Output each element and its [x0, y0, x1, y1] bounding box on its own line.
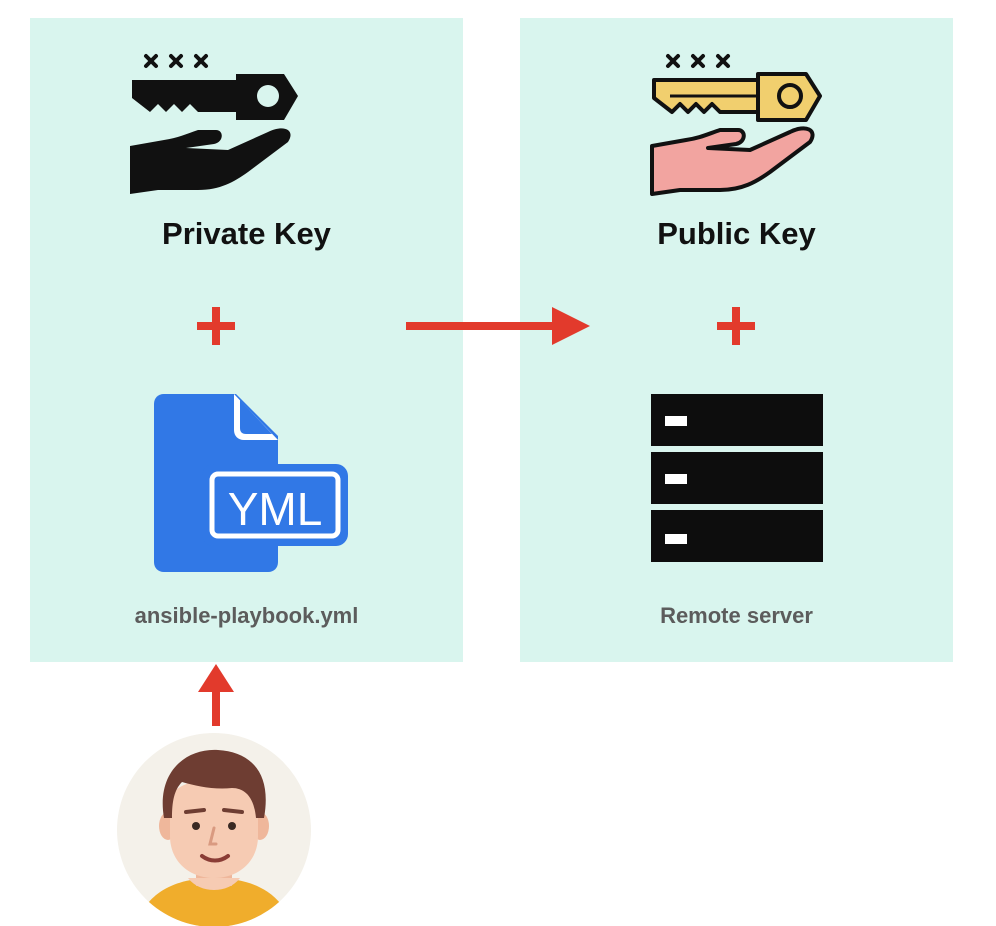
arrow-right-icon — [406, 307, 590, 345]
private-key-panel: Private Key YML ansible-playbook.yml — [30, 18, 463, 662]
server-rack-icon — [651, 394, 823, 562]
public-key-icon — [650, 54, 822, 196]
plus-icon — [717, 307, 755, 345]
playbook-file-label: ansible-playbook.yml — [134, 603, 359, 628]
remote-server-label: Remote server — [660, 603, 813, 628]
public-key-panel: Public Key Remote server — [520, 18, 953, 662]
user-avatar-icon — [117, 733, 311, 926]
plus-icon — [197, 307, 235, 345]
private-key-icon — [130, 54, 298, 194]
yml-file-icon: YML — [154, 394, 348, 572]
yml-text: YML — [228, 483, 323, 535]
arrow-up-icon — [198, 664, 234, 726]
private-key-title: Private Key — [162, 216, 331, 251]
public-key-title: Public Key — [657, 216, 816, 251]
